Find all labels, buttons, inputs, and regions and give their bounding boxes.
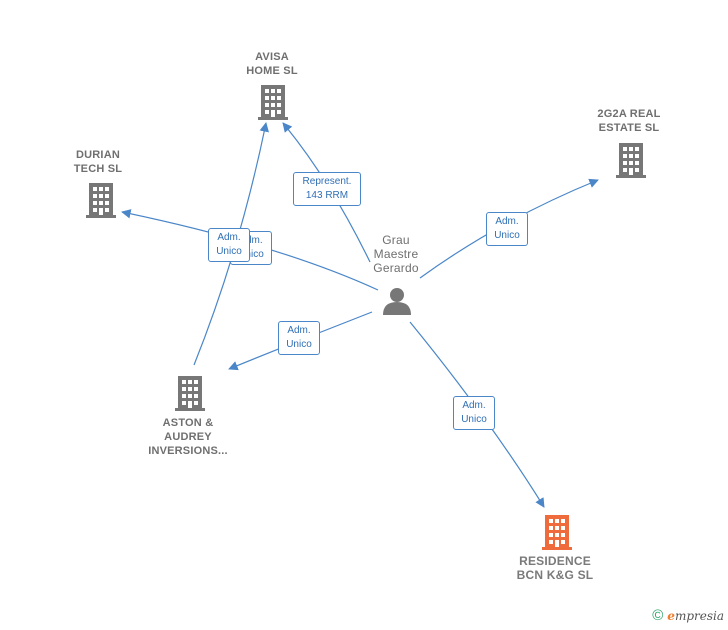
- building-icon[interactable]: [175, 376, 205, 411]
- person-icon[interactable]: [383, 288, 411, 315]
- copyright-icon: ©: [652, 607, 664, 624]
- node-aston-label[interactable]: ASTON & AUDREY INVERSIONS...: [148, 417, 228, 457]
- footer-brand[interactable]: © empresia: [652, 607, 724, 624]
- node-residence-label[interactable]: RESIDENCE BCN K&G SL: [516, 554, 594, 582]
- building-icon[interactable]: [258, 85, 288, 120]
- edge-tag-adm-residence[interactable]: Adm. Unico: [453, 396, 495, 430]
- node-avisa-label[interactable]: AVISA HOME SL: [246, 51, 298, 77]
- building-icon[interactable]: [616, 143, 646, 178]
- edge-tag-adm-durian[interactable]: Adm. Unico: [208, 228, 250, 262]
- building-icon[interactable]: [86, 183, 116, 218]
- edge-tag-adm-aston[interactable]: Adm. Unico: [278, 321, 320, 355]
- brand-logo: empresia: [667, 608, 724, 623]
- node-durian-label[interactable]: DURIAN TECH SL: [73, 149, 123, 175]
- node-person-label[interactable]: Grau Maestre Gerardo: [373, 233, 419, 275]
- edge-tag-represent[interactable]: Represent. 143 RRM: [293, 172, 361, 206]
- node-2g2a-label[interactable]: 2G2A REAL ESTATE SL: [597, 108, 661, 134]
- edge-tag-adm-g2a[interactable]: Adm. Unico: [486, 212, 528, 246]
- building-icon[interactable]: [542, 515, 572, 550]
